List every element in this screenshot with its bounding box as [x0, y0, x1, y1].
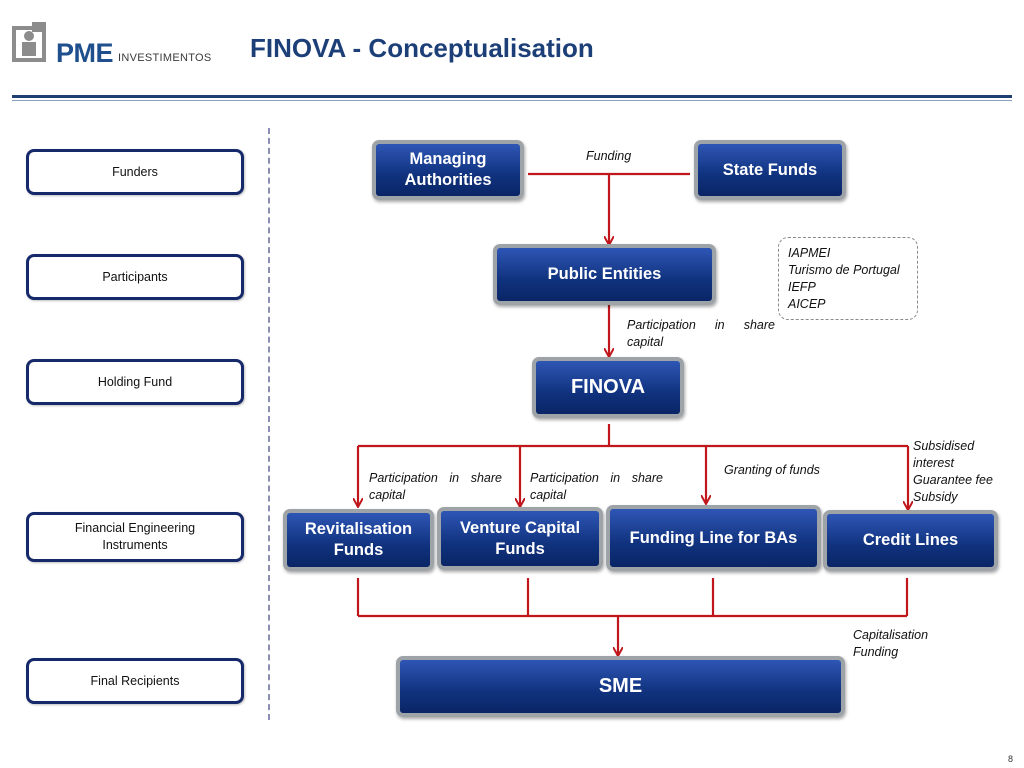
column-divider — [268, 128, 270, 720]
header-rule-thin — [12, 100, 1012, 101]
header-rule — [12, 95, 1012, 98]
public-entities-list: IAPMEI Turismo de Portugal IEFP AICEP — [778, 237, 918, 320]
credit-lines-box: Credit Lines — [823, 510, 998, 571]
term-subsidy: Subsidy — [913, 490, 958, 504]
capitalisation-funding-label: Funding — [853, 645, 899, 659]
level-funders: Funders — [26, 149, 244, 195]
logo-mark-icon — [12, 22, 46, 62]
revitalisation-funds-box: Revitalisation Funds — [283, 509, 434, 571]
logo-subtitle: INVESTIMENTOS — [118, 52, 212, 64]
funding-line-bas-box: Funding Line for BAs — [606, 505, 821, 571]
entity-turismo-de-portugal: Turismo de Portugal — [788, 263, 900, 277]
participation-label-venture: Participation in share capital — [530, 471, 663, 502]
page-number: 8 — [1008, 754, 1014, 764]
capitalisation-list: Capitalisation Funding — [853, 627, 928, 661]
level-holding-fund: Holding Fund — [26, 359, 244, 405]
term-guarantee-fee: Guarantee fee — [913, 473, 993, 487]
participation-label-revitalisation: Participation in share capital — [369, 471, 502, 502]
sme-box: SME — [396, 656, 845, 717]
entity-iefp: IEFP — [788, 280, 816, 294]
venture-capital-funds-box: Venture Capital Funds — [437, 507, 603, 570]
level-financial-engineering-instruments: Financial Engineering Instruments — [26, 512, 244, 562]
finova-box: FINOVA — [532, 357, 684, 418]
page-title: FINOVA - Conceptualisation — [250, 33, 594, 63]
level-participants: Participants — [26, 254, 244, 300]
public-entities-box: Public Entities — [493, 244, 716, 305]
term-subsidised-interest: Subsidised interest — [913, 439, 975, 470]
granting-of-funds-label: Granting of funds — [724, 463, 820, 477]
capitalisation-label: Capitalisation — [853, 628, 929, 642]
entity-aicep: AICEP — [788, 297, 826, 311]
level-final-recipients: Final Recipients — [26, 658, 244, 704]
entity-iapmei: IAPMEI — [788, 246, 831, 260]
credit-terms-list: Subsidised interest Guarantee fee Subsid… — [913, 438, 1013, 506]
participation-label-finova: Participation in share capital — [627, 318, 775, 349]
state-funds-box: State Funds — [694, 140, 846, 200]
funding-label: Funding — [586, 149, 632, 163]
managing-authorities-box: Managing Authorities — [372, 140, 524, 200]
logo-wordmark: PME — [56, 38, 114, 68]
pme-logo — [12, 22, 212, 72]
